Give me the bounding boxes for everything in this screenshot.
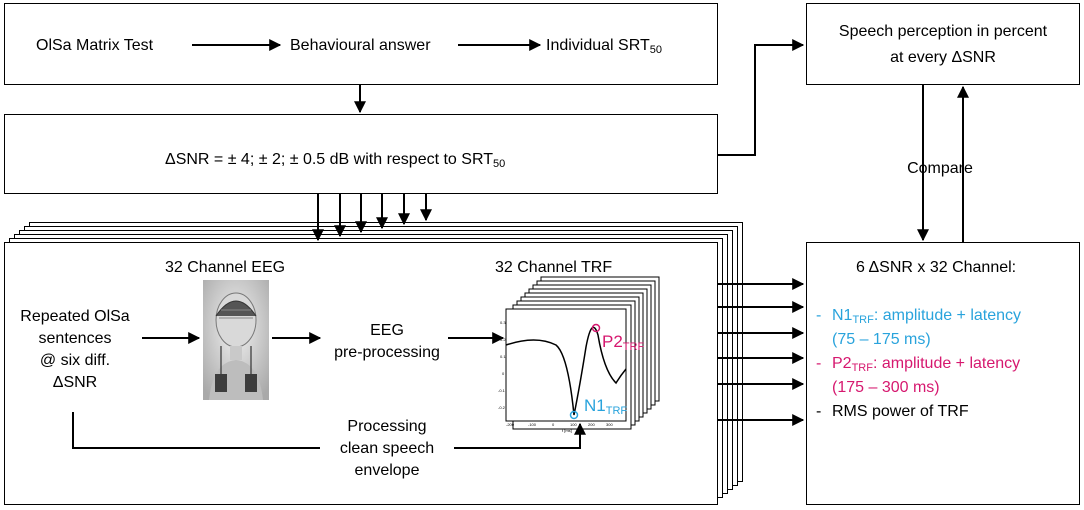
- result-p2-rest: : amplitude + latency: [872, 355, 1021, 372]
- step-olsa-matrix-test: OlSa Matrix Test: [36, 37, 154, 54]
- envelope-line-3: envelope: [354, 462, 420, 479]
- envelope-line-1: Processing: [347, 418, 427, 435]
- stimulus-line-3: @ six diff.: [39, 352, 111, 369]
- svg-text:200: 200: [588, 422, 595, 427]
- stimulus-line-4: ΔSNR: [52, 374, 98, 391]
- result-n1-subscript: TRF: [852, 314, 874, 326]
- svg-text:-0.1: -0.1: [498, 388, 506, 393]
- snr-subscript: 50: [492, 158, 506, 170]
- stimulus-line-2: sentences: [38, 330, 112, 347]
- preproc-line-1: EEG: [370, 322, 404, 339]
- result-p2-text: P2: [832, 355, 852, 372]
- step-individual-srt: Individual SRT50: [546, 36, 662, 56]
- result-p2-range: (175 – 300 ms): [832, 379, 940, 396]
- peak-p2-label: P2TRF: [602, 332, 645, 353]
- perception-box: [806, 3, 1080, 85]
- top-box: [4, 3, 718, 85]
- svg-text:0: 0: [502, 371, 505, 376]
- svg-text:300: 300: [606, 422, 613, 427]
- result-box: [806, 242, 1080, 505]
- svg-text:0.3: 0.3: [500, 320, 506, 325]
- peak-n1-label: N1TRF: [584, 396, 628, 417]
- result-bullet-n1: -: [816, 307, 822, 324]
- result-bullet-rms: -: [816, 403, 822, 420]
- svg-text:t [ms]: t [ms]: [562, 428, 572, 433]
- svg-text:0: 0: [552, 422, 555, 427]
- result-bullet-p2: -: [816, 355, 822, 372]
- perception-line-2: at every ΔSNR: [890, 49, 996, 66]
- eeg-title: 32 Channel EEG: [165, 259, 286, 276]
- result-n1-text: N1: [832, 307, 853, 324]
- srt-subscript: 50: [649, 44, 663, 56]
- peak-n1-subscript: TRF: [605, 405, 628, 417]
- result-p2-line: P2TRF: amplitude + latency: [832, 354, 1020, 374]
- svg-text:0.1: 0.1: [500, 354, 506, 359]
- trf-title: 32 Channel TRF: [495, 259, 613, 276]
- result-title: 6 ΔSNR x 32 Channel:: [856, 259, 1017, 276]
- svg-text:-200: -200: [506, 422, 515, 427]
- result-n1-line: N1TRF: amplitude + latency: [832, 306, 1021, 326]
- envelope-label: Processing clean speech envelope: [320, 416, 454, 482]
- envelope-line-2: clean speech: [339, 440, 435, 457]
- peak-p2-text: P2: [602, 332, 623, 351]
- peak-n1-text: N1: [584, 396, 606, 415]
- eeg-cap-head-icon: [203, 280, 269, 400]
- srt-label: Individual SRT: [546, 37, 650, 54]
- snr-text: ΔSNR = ± 4; ± 2; ± 0.5 dB with respect t…: [165, 151, 493, 168]
- arrow-snr-to-perception: [718, 39, 805, 156]
- result-n1-range: (75 – 175 ms): [832, 331, 931, 348]
- arrow-stimulus-to-envelope: [72, 412, 320, 449]
- step-behavioural-answer: Behavioural answer: [290, 37, 431, 54]
- perception-line-1: Speech perception in percent: [838, 23, 1048, 40]
- stimulus-label: Repeated OlSa sentences @ six diff. ΔSNR: [8, 306, 142, 394]
- result-p2-subscript: TRF: [851, 362, 873, 374]
- preproc-line-2: pre-processing: [334, 344, 440, 361]
- svg-text:-0.2: -0.2: [498, 405, 506, 410]
- arrow-envelope-to-trf: [454, 422, 586, 449]
- peak-p2-subscript: TRF: [622, 341, 645, 353]
- snr-box: [4, 114, 718, 194]
- stimulus-line-1: Repeated OlSa: [20, 308, 130, 325]
- svg-text:100: 100: [570, 422, 577, 427]
- svg-text:-100: -100: [528, 422, 537, 427]
- preproc-label: EEG pre-processing: [322, 320, 452, 364]
- result-n1-rest: : amplitude + latency: [873, 307, 1022, 324]
- snr-definition: ΔSNR = ± 4; ± 2; ± 0.5 dB with respect t…: [165, 150, 505, 170]
- result-rms-line: RMS power of TRF: [832, 403, 969, 420]
